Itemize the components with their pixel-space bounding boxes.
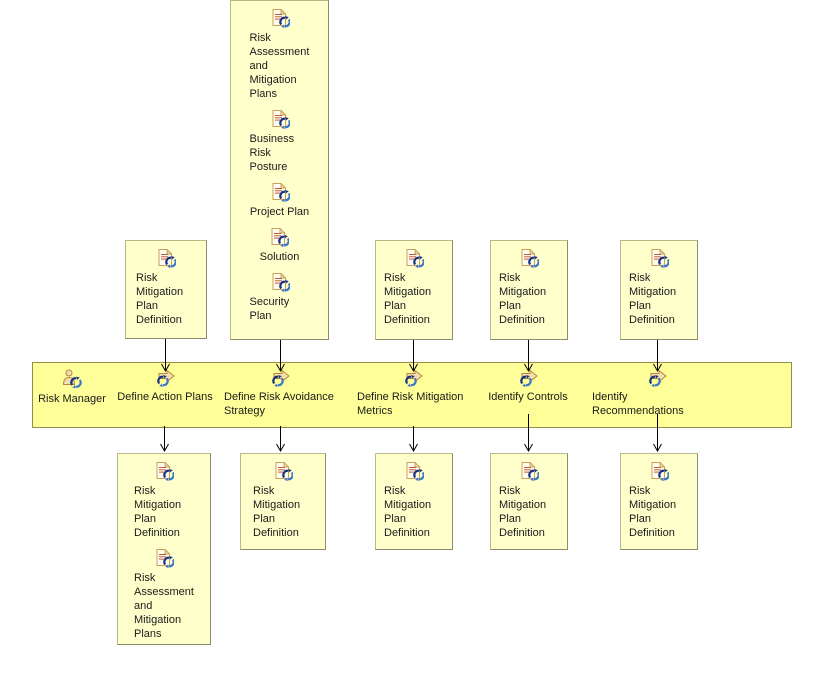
artifact-node[interactable]: Risk Mitigation Plan Definition xyxy=(134,462,194,540)
artifact-label: Risk Mitigation Plan Definition xyxy=(499,485,547,539)
artifact-label: Risk Mitigation Plan Definition xyxy=(629,485,677,539)
artifact-label: Risk Mitigation Plan Definition xyxy=(384,272,432,326)
artifact-label: Risk Mitigation Plan Definition xyxy=(253,485,301,539)
connector-arrowhead xyxy=(524,443,533,453)
artifact-node[interactable]: Risk Assessment and Mitigation Plans xyxy=(134,549,194,641)
task-identify-controls[interactable]: Identify Controls xyxy=(482,369,574,404)
role-risk-manager[interactable]: Risk Manager xyxy=(30,369,114,406)
artifact-icon xyxy=(154,549,174,568)
role-label: Risk Manager xyxy=(38,393,106,405)
output-box-identify-controls: Risk Mitigation Plan Definition xyxy=(490,453,568,550)
output-box-identify-recommendations: Risk Mitigation Plan Definition xyxy=(620,453,698,550)
artifact-icon xyxy=(519,249,539,268)
task-icon xyxy=(517,369,539,387)
output-box-define-risk-avoidance-strategy: Risk Mitigation Plan Definition xyxy=(240,453,326,550)
input-box-define-risk-mitigation-metrics: Risk Mitigation Plan Definition xyxy=(375,240,453,340)
role-icon xyxy=(61,369,83,389)
artifact-icon xyxy=(270,9,290,28)
connector-arrowhead xyxy=(409,443,418,453)
artifact-icon xyxy=(156,249,176,268)
artifact-icon xyxy=(269,228,289,247)
task-label: Define Risk Mitigation Metrics xyxy=(357,391,464,417)
artifact-icon xyxy=(270,183,290,202)
artifact-icon xyxy=(404,249,424,268)
connector-arrowhead xyxy=(160,443,169,453)
artifact-label: Business Risk Posture xyxy=(249,133,295,173)
artifact-icon xyxy=(649,462,669,481)
artifact-label: Risk Assessment and Mitigation Plans xyxy=(134,572,194,640)
artifact-icon xyxy=(154,462,174,481)
artifact-node[interactable]: Project Plan xyxy=(250,183,309,219)
artifact-node[interactable]: Business Risk Posture xyxy=(250,110,310,174)
task-icon xyxy=(402,369,424,387)
artifact-icon xyxy=(519,462,539,481)
task-define-action-plans[interactable]: Define Action Plans xyxy=(117,369,213,404)
input-box-define-action-plans: Risk Mitigation Plan Definition xyxy=(125,240,207,339)
connector-arrowhead xyxy=(276,443,285,453)
artifact-label: Risk Mitigation Plan Definition xyxy=(136,272,184,326)
artifact-label: Security Plan xyxy=(249,296,290,322)
task-define-risk-mitigation-metrics[interactable]: Define Risk Mitigation Metrics xyxy=(357,369,469,418)
artifact-icon xyxy=(270,273,290,292)
input-box-define-risk-avoidance-strategy: Risk Assessment and Mitigation Plans Bus… xyxy=(230,0,329,340)
artifact-icon xyxy=(273,462,293,481)
artifact-node[interactable]: Risk Mitigation Plan Definition xyxy=(384,249,444,327)
artifact-label: Risk Mitigation Plan Definition xyxy=(134,485,182,539)
artifact-label: Risk Mitigation Plan Definition xyxy=(384,485,432,539)
output-box-define-risk-mitigation-metrics: Risk Mitigation Plan Definition xyxy=(375,453,453,550)
connector-arrowhead xyxy=(653,443,662,453)
artifact-node[interactable]: Risk Mitigation Plan Definition xyxy=(253,462,313,540)
task-label: Identify Controls xyxy=(488,391,568,403)
artifact-node[interactable]: Security Plan xyxy=(250,273,310,323)
artifact-node[interactable]: Risk Mitigation Plan Definition xyxy=(499,462,559,540)
artifact-label: Project Plan xyxy=(249,206,310,218)
task-icon xyxy=(269,369,291,387)
task-define-risk-avoidance-strategy[interactable]: Define Risk Avoidance Strategy xyxy=(224,369,336,418)
artifact-icon xyxy=(404,462,424,481)
task-label: Define Action Plans xyxy=(117,391,213,403)
input-box-identify-recommendations: Risk Mitigation Plan Definition xyxy=(620,240,698,340)
task-icon xyxy=(154,369,176,387)
task-identify-recommendations[interactable]: Identify Recommendations xyxy=(592,369,722,418)
task-label: Identify Recommendations xyxy=(592,391,684,417)
output-box-define-action-plans: Risk Mitigation Plan Definition Risk Ass… xyxy=(117,453,211,645)
artifact-label: Risk Mitigation Plan Definition xyxy=(499,272,547,326)
artifact-label: Solution xyxy=(259,251,300,263)
artifact-label: Risk Mitigation Plan Definition xyxy=(629,272,677,326)
input-box-identify-controls: Risk Mitigation Plan Definition xyxy=(490,240,568,340)
artifact-node[interactable]: Risk Mitigation Plan Definition xyxy=(629,249,689,327)
artifact-label: Risk Assessment and Mitigation Plans xyxy=(249,32,310,100)
artifact-node[interactable]: Risk Mitigation Plan Definition xyxy=(136,249,196,327)
artifact-icon xyxy=(649,249,669,268)
artifact-icon xyxy=(270,110,290,129)
artifact-node[interactable]: Risk Mitigation Plan Definition xyxy=(384,462,444,540)
artifact-node[interactable]: Solution xyxy=(259,228,300,264)
task-label: Define Risk Avoidance Strategy xyxy=(224,391,334,417)
artifact-node[interactable]: Risk Mitigation Plan Definition xyxy=(499,249,559,327)
artifact-node[interactable]: Risk Mitigation Plan Definition xyxy=(629,462,689,540)
artifact-node[interactable]: Risk Assessment and Mitigation Plans xyxy=(250,9,310,101)
task-icon xyxy=(646,369,668,387)
